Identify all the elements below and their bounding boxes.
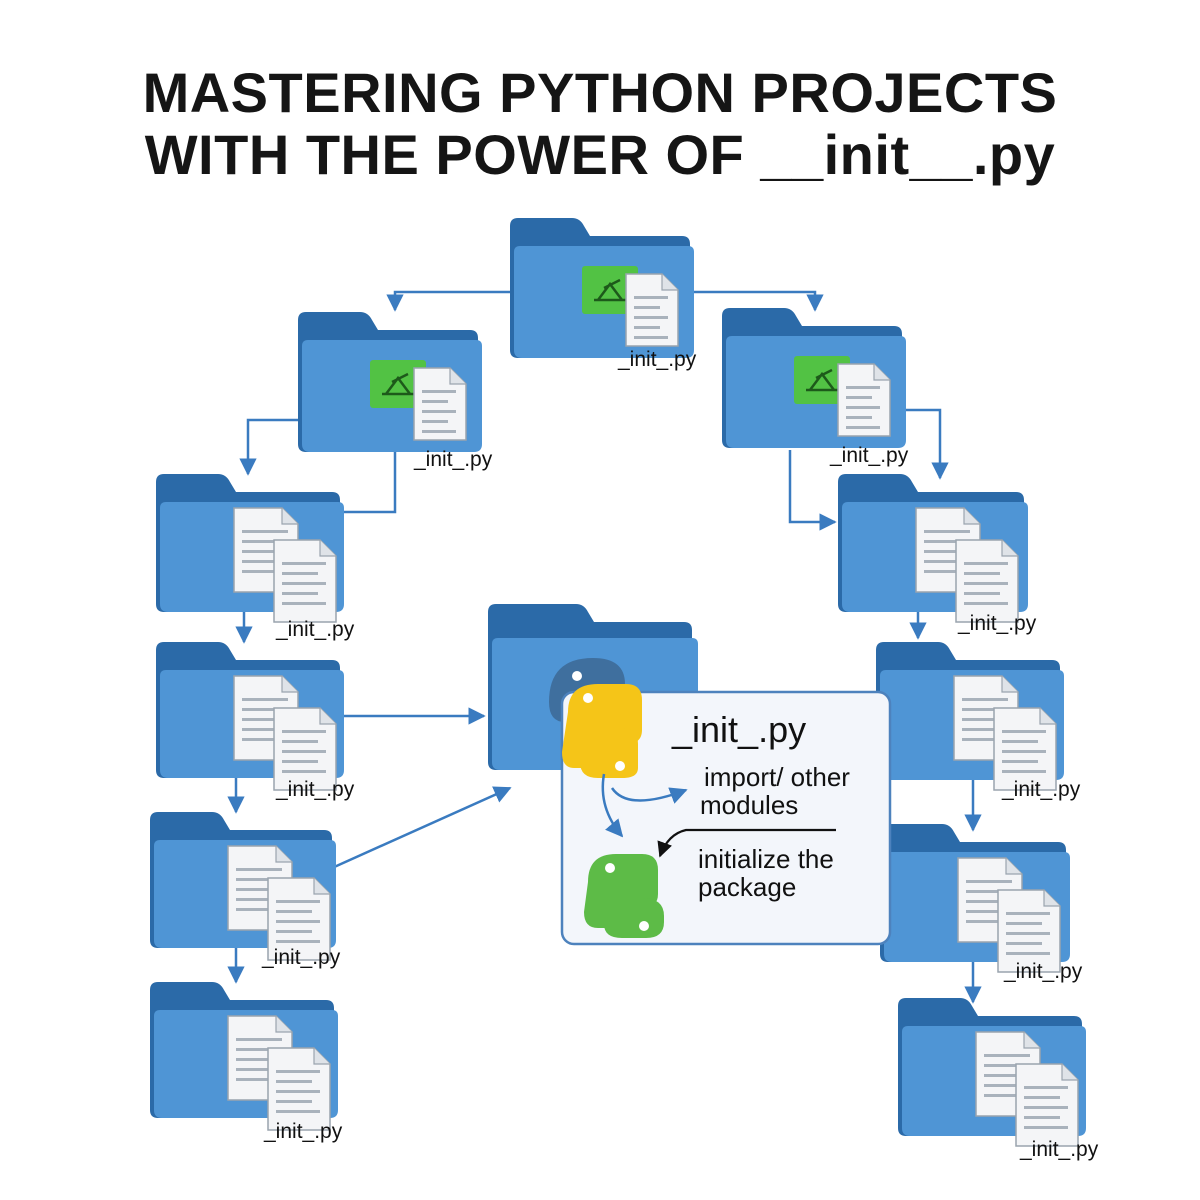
python-yellow-logo-icon xyxy=(562,684,642,778)
folder-right-2: _init_.py xyxy=(838,474,1037,635)
connector-arrows xyxy=(227,290,982,1004)
folder-left-1: _init_.py xyxy=(298,312,493,471)
card-item-2-line-1: initialize the xyxy=(698,844,834,874)
card-item-2-line-2: package xyxy=(698,872,796,902)
document-icon xyxy=(267,877,331,961)
folder-label: _init_.py xyxy=(275,618,355,641)
document-icon xyxy=(997,889,1061,973)
curved-arrow-to-import xyxy=(610,787,688,804)
document-icon xyxy=(1015,1063,1079,1147)
card-item-1-line-2: modules xyxy=(700,790,798,820)
document-icon xyxy=(267,1047,331,1131)
arrow-left-1-to-left-2 xyxy=(239,418,298,476)
green-package-icon xyxy=(582,266,638,314)
python-green-logo-icon xyxy=(584,854,664,938)
folder-right-1: _init_.py xyxy=(722,308,909,467)
title-line-2: WITH THE POWER OF __init__.py xyxy=(144,123,1056,186)
folder-right-3: _init_.py xyxy=(876,642,1081,801)
folder-left-3: _init_.py xyxy=(156,642,355,801)
folder-right-5: _init_.py xyxy=(898,998,1099,1161)
document-icon xyxy=(625,273,679,347)
document-icon xyxy=(413,367,467,441)
card-item-1-line-1: import/ other xyxy=(704,762,850,792)
folder-label: _init_.py xyxy=(617,348,697,371)
arrow-right-1-to-right-2 xyxy=(788,450,837,531)
folder-left-5: _init_.py xyxy=(150,982,343,1143)
folder-label: _init_.py xyxy=(1001,778,1081,801)
arrow-root-to-right-1 xyxy=(690,290,824,312)
folder-left-2: _init_.py xyxy=(156,474,355,641)
title-line-1: MASTERING PYTHON PROJECTS xyxy=(142,61,1058,124)
init-info-card: _init_.py import/ other modules initiali… xyxy=(560,684,892,946)
folder-label: _init_.py xyxy=(263,1120,343,1143)
folder-label: _init_.py xyxy=(275,778,355,801)
arrow-right-1-to-right-2-b xyxy=(900,408,949,480)
folder-label: _init_.py xyxy=(957,612,1037,635)
document-icon xyxy=(273,539,337,623)
folder-label: _init_.py xyxy=(1003,960,1083,983)
arrow-root-to-left-1 xyxy=(386,290,510,312)
folder-label: _init_.py xyxy=(1019,1138,1099,1161)
document-icon xyxy=(273,707,337,791)
card-title: _init_.py xyxy=(671,709,806,750)
document-icon xyxy=(955,539,1019,623)
green-package-icon xyxy=(370,360,426,408)
page-title: MASTERING PYTHON PROJECTS WITH THE POWER… xyxy=(0,62,1200,186)
folder-label: _init_.py xyxy=(261,946,341,969)
folder-right-4: _init_.py xyxy=(880,824,1083,983)
folder-label: _init_.py xyxy=(413,448,493,471)
arrow-to-initialize xyxy=(657,828,836,858)
line-left-1-to-left-2-side xyxy=(340,450,397,514)
curved-arrow-down xyxy=(601,773,624,838)
folder-label: _init_.py xyxy=(829,444,909,467)
folder-root: _init_.py xyxy=(510,218,697,371)
arrow-left-4-to-center xyxy=(331,786,512,870)
document-icon xyxy=(837,363,891,437)
document-icon xyxy=(993,707,1057,791)
green-package-icon xyxy=(794,356,850,404)
folder-left-4: _init_.py xyxy=(150,812,341,969)
